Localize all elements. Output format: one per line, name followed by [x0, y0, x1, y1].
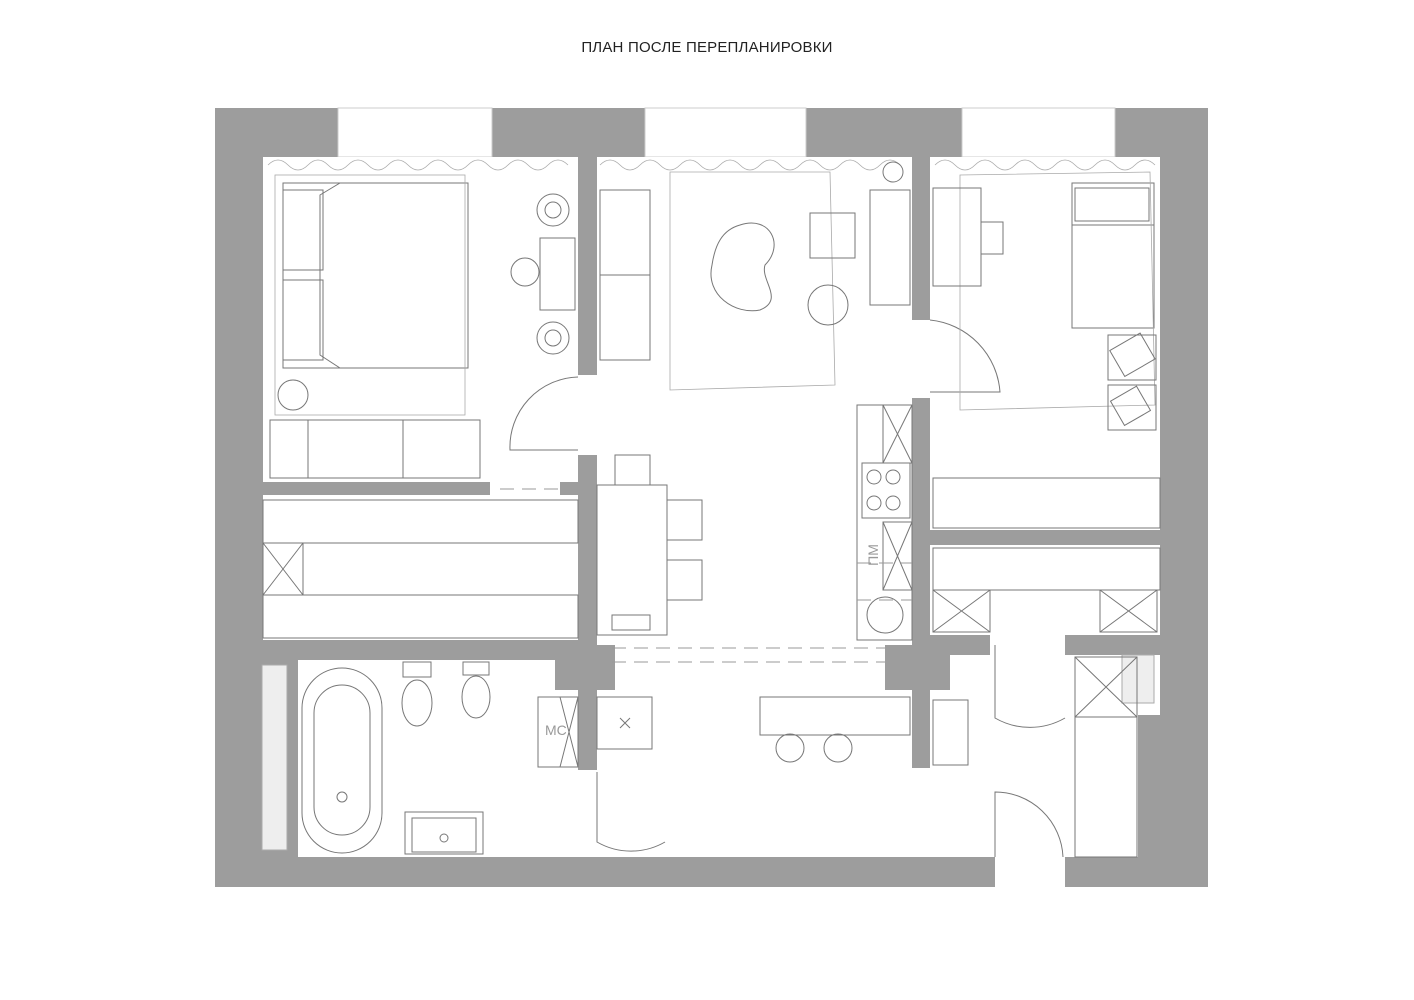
hall-wardrobe	[1074, 656, 1138, 858]
storage-cabinet	[596, 696, 653, 750]
nightstand-round	[277, 379, 309, 411]
wardrobe-left-shelves	[262, 499, 579, 639]
kitchen-island	[759, 696, 911, 763]
rug	[274, 174, 466, 416]
bedroom-right	[930, 157, 1160, 530]
double-bed	[282, 182, 469, 369]
entrance-door	[994, 791, 1064, 858]
plants	[536, 161, 904, 355]
bidet	[461, 661, 491, 719]
washing-machine-label: МС	[545, 722, 567, 738]
door-bathroom	[596, 772, 666, 852]
desk-right	[932, 187, 1004, 287]
bedroom-right-rug	[959, 171, 1156, 411]
bathtub	[301, 667, 383, 854]
windows	[337, 107, 1116, 158]
entrance-door-opening	[995, 857, 1065, 887]
armchairs	[1107, 332, 1157, 431]
living-rug	[669, 171, 836, 391]
shoe-rack	[932, 699, 969, 766]
columns	[555, 635, 990, 770]
plan-title: ПЛАН ПОСЛЕ ПЕРЕПЛАНИРОВКИ	[581, 39, 833, 56]
toilet	[401, 661, 433, 727]
radiator-hall	[1121, 654, 1155, 704]
kitchen-counter	[856, 404, 913, 641]
single-bed	[1071, 182, 1155, 329]
door-bedroom-right	[929, 319, 1001, 393]
armchair-square	[809, 212, 856, 259]
door-opening	[578, 375, 597, 455]
desk-left	[510, 237, 576, 311]
sink	[866, 596, 904, 634]
radiator	[261, 664, 288, 851]
cooktop	[861, 462, 911, 519]
coffee-table	[710, 222, 775, 312]
dishwasher-label: ПМ	[865, 544, 881, 566]
washing-machine	[537, 696, 579, 768]
curtains	[267, 159, 1156, 171]
door-hall	[994, 645, 1066, 728]
wardrobe-left	[263, 495, 578, 640]
pouf	[807, 284, 849, 326]
wardrobe-right-shelves	[932, 477, 1161, 633]
washbasin	[404, 811, 484, 855]
tv-stand	[869, 189, 911, 306]
dining-table	[596, 454, 703, 636]
rooms	[263, 157, 1160, 887]
door-bedroom-left	[509, 376, 579, 451]
bathroom	[298, 660, 578, 857]
sofa	[599, 189, 651, 361]
bench	[269, 419, 481, 479]
bedroom-left	[263, 157, 578, 482]
